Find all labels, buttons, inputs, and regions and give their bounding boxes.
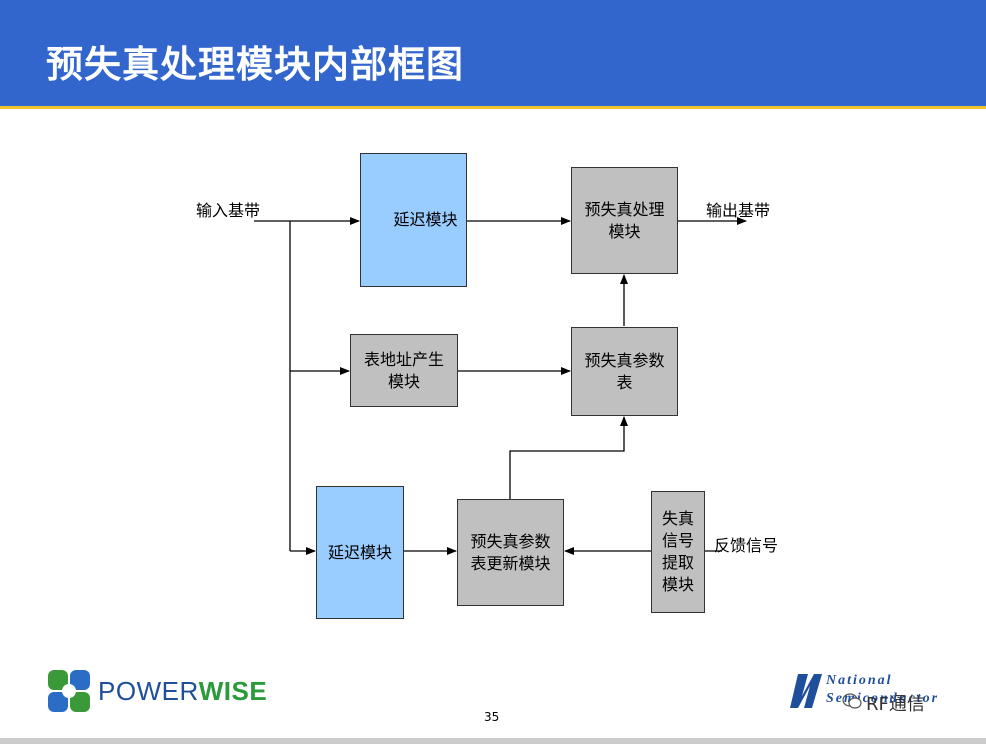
delay-module-bottom-label: 延迟模块 <box>327 542 392 562</box>
predistortion-parameter-table: 预失真参数 表 <box>571 327 678 416</box>
powerwise-logo-icon <box>48 670 90 712</box>
page-title: 预失真处理模块内部框图 <box>46 43 464 86</box>
predistortion-processing-label: 预失真处理 模块 <box>584 199 665 241</box>
input-baseband-label: 输入基带 <box>196 201 261 220</box>
delay-module-bottom: 延迟模块 <box>316 486 404 619</box>
delay-module-top: 延迟模块 <box>360 153 467 287</box>
predistortion-parameter-table-label: 预失真参数 表 <box>584 350 665 392</box>
page-number: 35 <box>484 710 500 724</box>
national-semiconductor-logo-icon <box>790 674 822 708</box>
watermark-text: RF通信 <box>866 694 925 715</box>
distortion-signal-extraction-module: 失真 信号 提取 模块 <box>651 491 705 613</box>
powerwise-suffix: WISE <box>198 676 268 706</box>
title-accent-line <box>0 106 986 109</box>
delay-module-top-label: 延迟模块 <box>393 210 458 229</box>
edge-table-update-to-param-table <box>509 416 628 499</box>
footer-divider <box>0 738 986 744</box>
parameter-table-update-module: 预失真参数 表更新模块 <box>457 499 564 606</box>
table-address-generation-module: 表地址产生 模块 <box>350 334 458 407</box>
table-address-generation-label: 表地址产生 模块 <box>363 349 444 391</box>
powerwise-prefix: POWER <box>98 676 199 706</box>
title-bar <box>0 0 986 106</box>
distortion-signal-extraction-label: 失真 信号 提取 模块 <box>661 509 694 594</box>
predistortion-processing-module: 预失真处理 模块 <box>571 167 678 274</box>
output-baseband-label: 输出基带 <box>706 201 771 220</box>
wechat-watermark-icon <box>842 693 862 709</box>
feedback-signal-label: 反馈信号 <box>714 536 779 555</box>
parameter-table-update-label: 预失真参数 表更新模块 <box>470 531 551 573</box>
powerwise-logo-text: POWERWISE <box>98 676 267 707</box>
